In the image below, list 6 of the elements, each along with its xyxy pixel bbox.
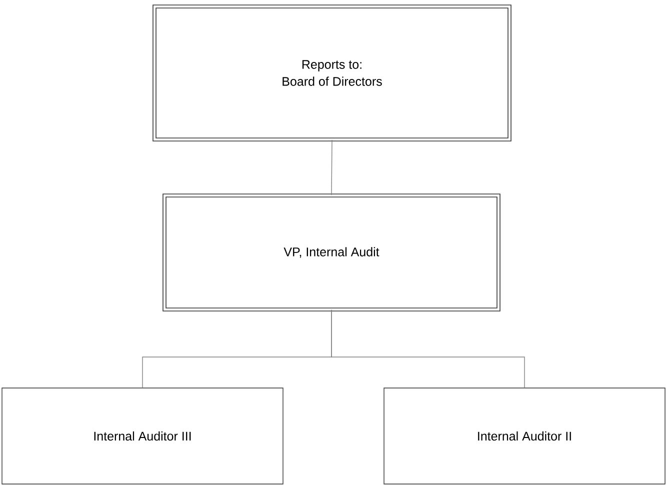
org-box: Internal Auditor III xyxy=(2,388,284,484)
connector-line xyxy=(331,310,525,388)
org-box: Reports to: Board of Directors xyxy=(152,4,512,142)
org-box: VP, Internal Audit xyxy=(162,194,500,312)
org-box: Internal Auditor II xyxy=(384,388,666,484)
connector-line xyxy=(331,140,332,196)
